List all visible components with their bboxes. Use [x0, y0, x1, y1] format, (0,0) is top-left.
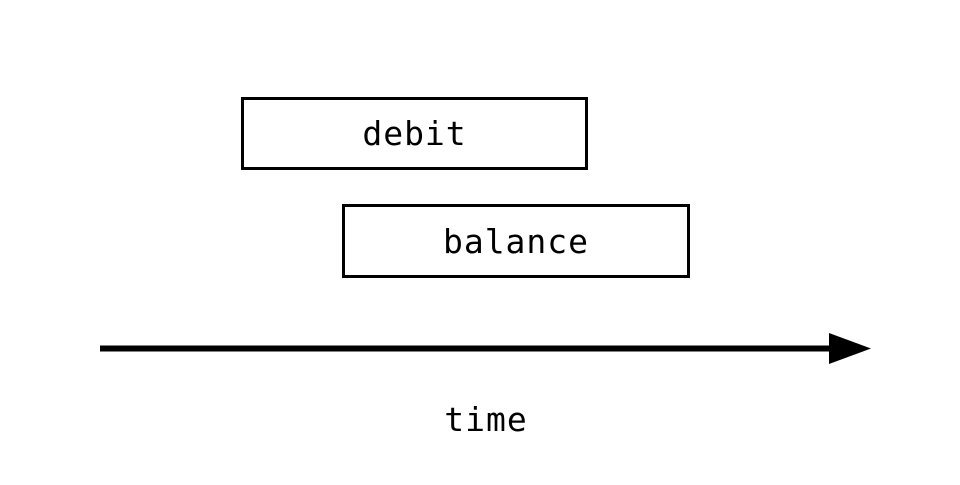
balance-box: balance: [342, 204, 690, 278]
debit-box-label: debit: [362, 114, 467, 153]
balance-box-label: balance: [442, 221, 590, 261]
time-axis-label: time: [444, 400, 528, 439]
debit-box: debit: [241, 97, 588, 170]
